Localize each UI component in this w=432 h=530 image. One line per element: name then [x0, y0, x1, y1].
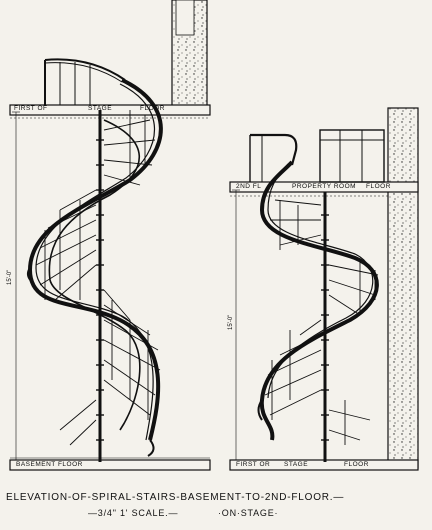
right-stair-treads — [264, 199, 379, 445]
left-top-floor-label-1: FIRST OF — [14, 105, 48, 112]
right-bottom-floor-label-1: FIRST OR — [236, 461, 270, 468]
caption-stage: ·ON·STAGE· — [218, 508, 278, 518]
right-stair-elevation — [229, 107, 419, 471]
right-bottom-floor-label-2: STAGE — [284, 461, 308, 468]
left-top-floor-label-3: FLOOR — [140, 105, 165, 112]
right-top-floor-label-1: 2ND FL — [236, 183, 261, 190]
left-height-label: 15'-0" — [7, 270, 13, 285]
caption-title: ELEVATION-OF-SPIRAL-STAIRS-BASEMENT-TO-2… — [6, 492, 344, 503]
right-handrail — [259, 160, 379, 441]
left-top-floor-label-2: STAGE — [88, 105, 112, 112]
caption-scale: —3/4" 1' SCALE.— — [88, 508, 178, 518]
left-upper-floor-slab — [9, 104, 211, 116]
left-stair-elevation — [9, 0, 211, 471]
left-handrail — [27, 78, 163, 441]
right-wall-block — [387, 107, 419, 469]
left-basement-floor-slab — [9, 459, 211, 471]
right-top-floor-label-3: FLOOR — [366, 183, 391, 190]
right-height-label: 15'-0" — [228, 315, 234, 330]
left-stair-treads — [35, 110, 161, 446]
right-upper-railing — [319, 129, 385, 183]
left-bottom-floor-label: BASEMENT FLOOR — [16, 461, 83, 468]
right-top-floor-label-2: PROPERTY ROOM — [292, 183, 356, 190]
right-bottom-floor-label-3: FLOOR — [344, 461, 369, 468]
